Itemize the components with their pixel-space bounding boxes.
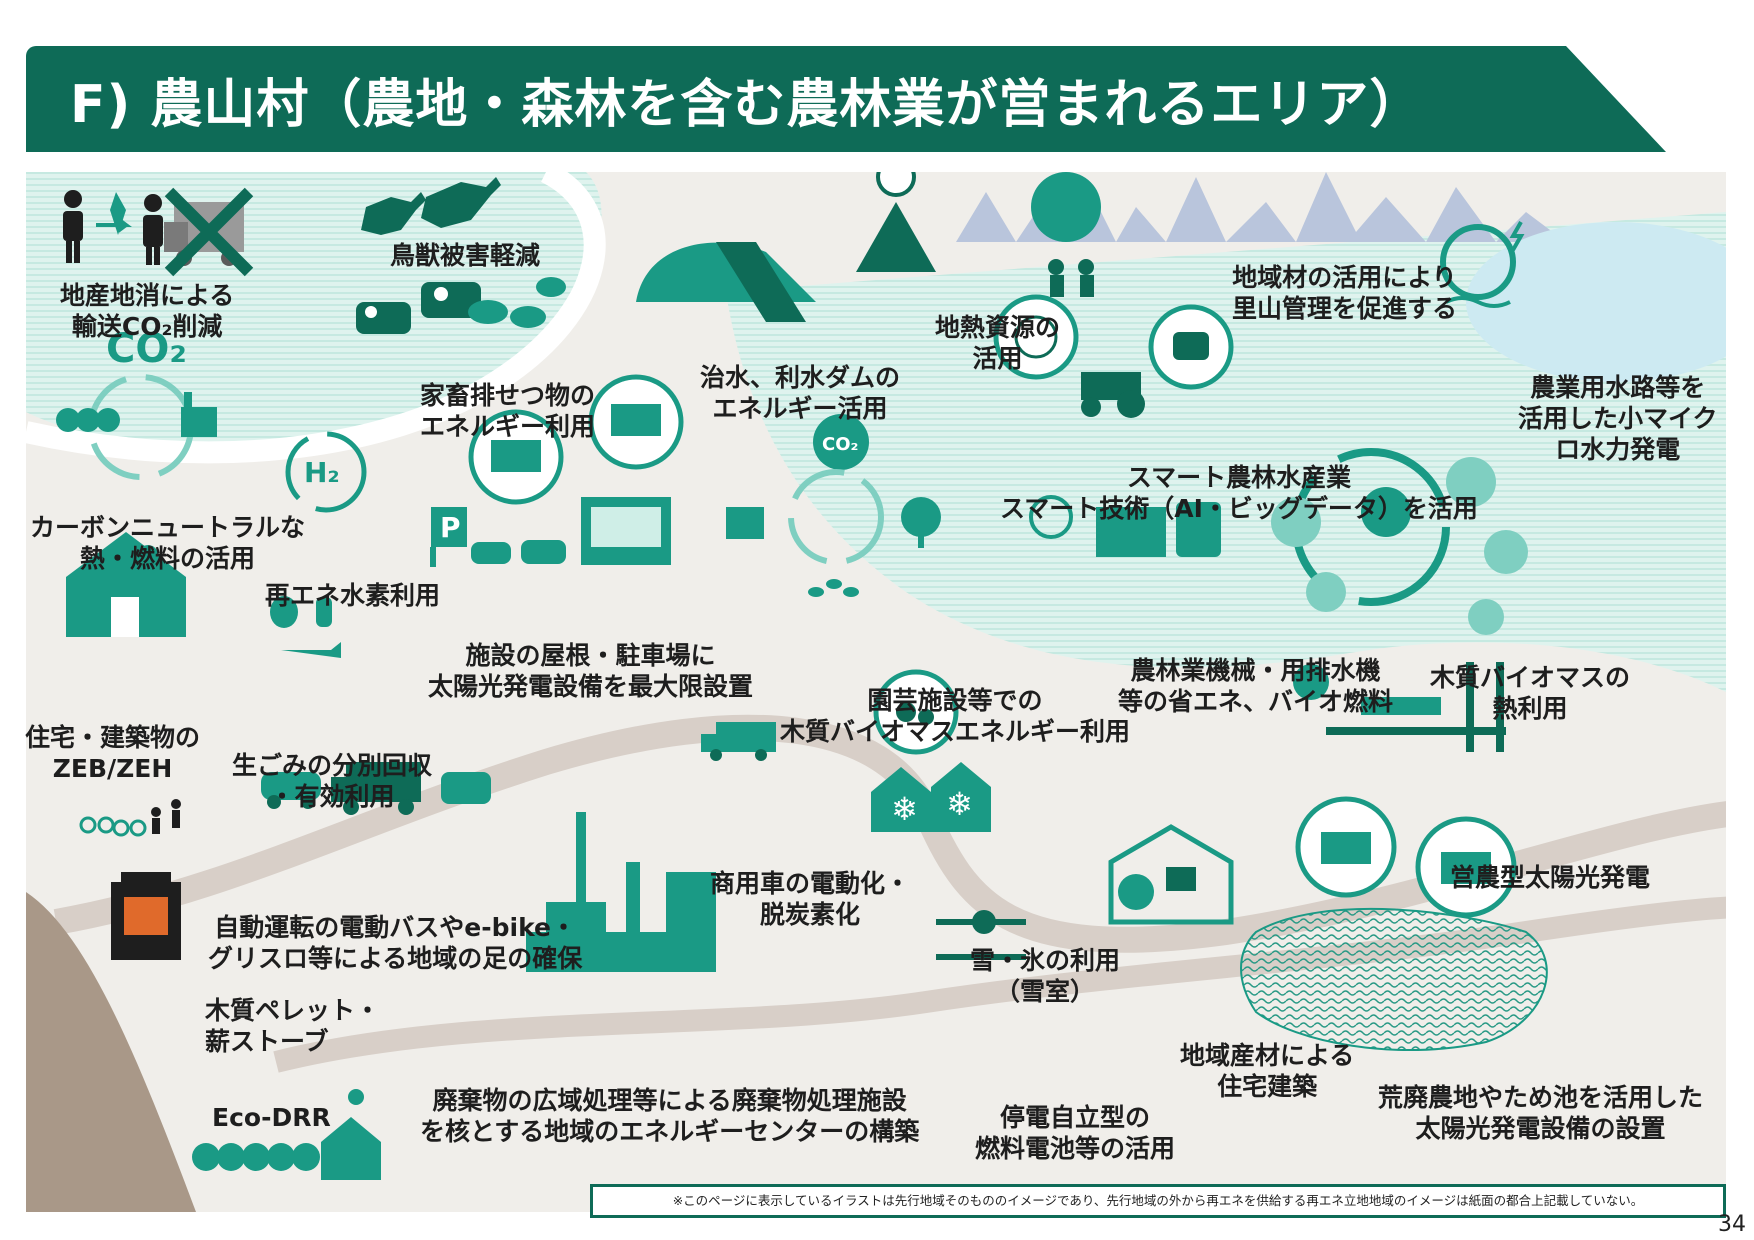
label-smart-agriculture: スマート農林水産業スマート技術（AI・ビッグデータ）を活用 — [1000, 463, 1478, 523]
ev-van-icon — [701, 722, 776, 761]
solar-pin-left-icon — [468, 409, 564, 505]
label-autonomous-mobility: 自動運転の電動バスやe-bike・グリスロ等による地域の足の確保 — [208, 913, 583, 973]
h2-cycle-icon — [285, 431, 367, 513]
parking-cars-icon: P — [430, 507, 566, 567]
label-fuel-cell: 停電自立型の燃料電池等の活用 — [975, 1103, 1176, 1163]
fuel-cell-icon — [936, 910, 1026, 960]
label-waste-energy-center: 廃棄物の広域処理等による廃棄物処理施設を核とする地域のエネルギーセンターの構築 — [420, 1086, 920, 1146]
label-hydrogen: 再エネ水素利用 — [265, 581, 441, 610]
tractor-icon — [1081, 372, 1145, 418]
house-zeb-icon — [66, 532, 186, 637]
page-title: F) 農山村（農地・森林を含む農林業が営まれるエリア） — [70, 75, 1423, 135]
village-illustration: CO₂ H₂ P CO₂ — [26, 172, 1726, 1212]
hill-left — [26, 892, 196, 1212]
svg-text:P: P — [440, 511, 461, 544]
label-dam: 治水、利水ダムのエネルギー活用 — [700, 363, 901, 423]
electric-truck-icon — [331, 762, 421, 815]
truck-crossed-icon — [164, 187, 254, 277]
label-local-timber: 地域材の活用により里山管理を促進する — [1232, 263, 1458, 323]
label-pond-solar: 荒廃農地やため池を活用した太陽光発電設備の設置 — [1378, 1083, 1704, 1143]
timber-house-icon — [1108, 824, 1234, 925]
label-food-waste: 生ごみの分別回収・有効利用 — [232, 751, 433, 811]
co2-cycle-label: CO₂ — [106, 326, 187, 372]
lower-road — [273, 896, 1726, 1073]
svg-text:CO₂: CO₂ — [822, 434, 858, 455]
label-agrivoltaic: 営農型太陽光発電 — [1450, 863, 1651, 892]
label-timber-housing: 地域産材による住宅建築 — [1180, 1041, 1355, 1101]
pond-solar-pins-icon — [1295, 796, 1517, 918]
label-commercial-ev: 商用車の電動化・脱炭素化 — [710, 869, 911, 929]
h2-label: H₂ — [304, 456, 340, 489]
label-livestock-waste: 家畜排せつ物のエネルギー利用 — [420, 381, 596, 441]
livestock-icon — [356, 277, 566, 334]
label-geothermal: 地熱資源の活用 — [935, 313, 1061, 373]
micro-hydro-icon — [1440, 221, 1525, 308]
green-slow-mobility-icon — [441, 772, 491, 804]
svg-text:❄: ❄ — [891, 790, 918, 828]
pedestrians-icon — [151, 799, 181, 834]
footnote: ※このページに表示しているイラストは先行地域そのもののイメージであり、先行地域の… — [590, 1184, 1726, 1218]
forest-management-icon — [1031, 172, 1101, 297]
office-building-icon — [581, 497, 671, 565]
title-banner — [26, 46, 1666, 152]
river — [26, 172, 606, 464]
trees-left-icon — [56, 408, 120, 432]
label-machinery: 農林業機械・用排水機等の省エネ、バイオ燃料 — [1118, 656, 1394, 716]
ai-brain-icon — [993, 294, 1079, 380]
dam-icon — [636, 242, 816, 322]
machinery-icon — [1029, 495, 1221, 557]
biomass-heat-cycle-icon — [1271, 448, 1528, 635]
label-carbon-neutral-fuel: カーボンニュートラルな熱・燃料の活用 — [30, 513, 306, 573]
agrivoltaic-icon — [1293, 662, 1506, 752]
mountains — [956, 172, 1566, 242]
label-eco-drr: Eco-DRR — [212, 1103, 331, 1132]
label-wildlife-damage: 鳥獣被害軽減 — [390, 241, 541, 270]
solar-pin-right-icon — [588, 374, 684, 470]
svg-text:❄: ❄ — [946, 785, 973, 823]
label-micro-hydro: 農業用水路等を活用した小マイクロ水力発電 — [1518, 373, 1718, 464]
deer-icon — [361, 177, 501, 235]
autonomous-car-icon — [261, 772, 321, 809]
people-carrot-icon — [63, 190, 163, 265]
label-local-consumption: 地産地消による輸送CO₂削減 — [60, 281, 235, 341]
pond-right-top — [1466, 222, 1726, 382]
ebike-icon — [79, 816, 147, 837]
wood-stove-icon — [111, 872, 181, 960]
green-field-right — [726, 212, 1726, 692]
label-snow-ice: 雪・氷の利用（雪室） — [970, 946, 1121, 1006]
factory-left-icon — [181, 392, 217, 437]
label-horticulture-biomass: 園芸施設等での木質バイオマスエネルギー利用 — [780, 686, 1131, 746]
label-biomass-heat: 木質バイオマスの熱利用 — [1430, 663, 1631, 723]
label-rooftop-solar: 施設の屋根・駐車場に太陽光発電設備を最大限設置 — [428, 641, 754, 701]
geothermal-volcano-icon — [856, 172, 936, 272]
food-waste-icon — [270, 596, 341, 658]
snow-storage-icon: ❄❄ — [871, 669, 991, 832]
pond-solar — [1240, 907, 1548, 1051]
page-number: 34 — [1718, 1212, 1746, 1237]
biomass-cycle-center-icon: CO₂ — [726, 414, 941, 597]
eco-drr-icon — [192, 1089, 381, 1180]
waste-energy-center-icon — [526, 812, 716, 972]
robot-icon — [1148, 304, 1234, 390]
label-wood-stove: 木質ペレット・薪ストーブ — [205, 996, 381, 1056]
